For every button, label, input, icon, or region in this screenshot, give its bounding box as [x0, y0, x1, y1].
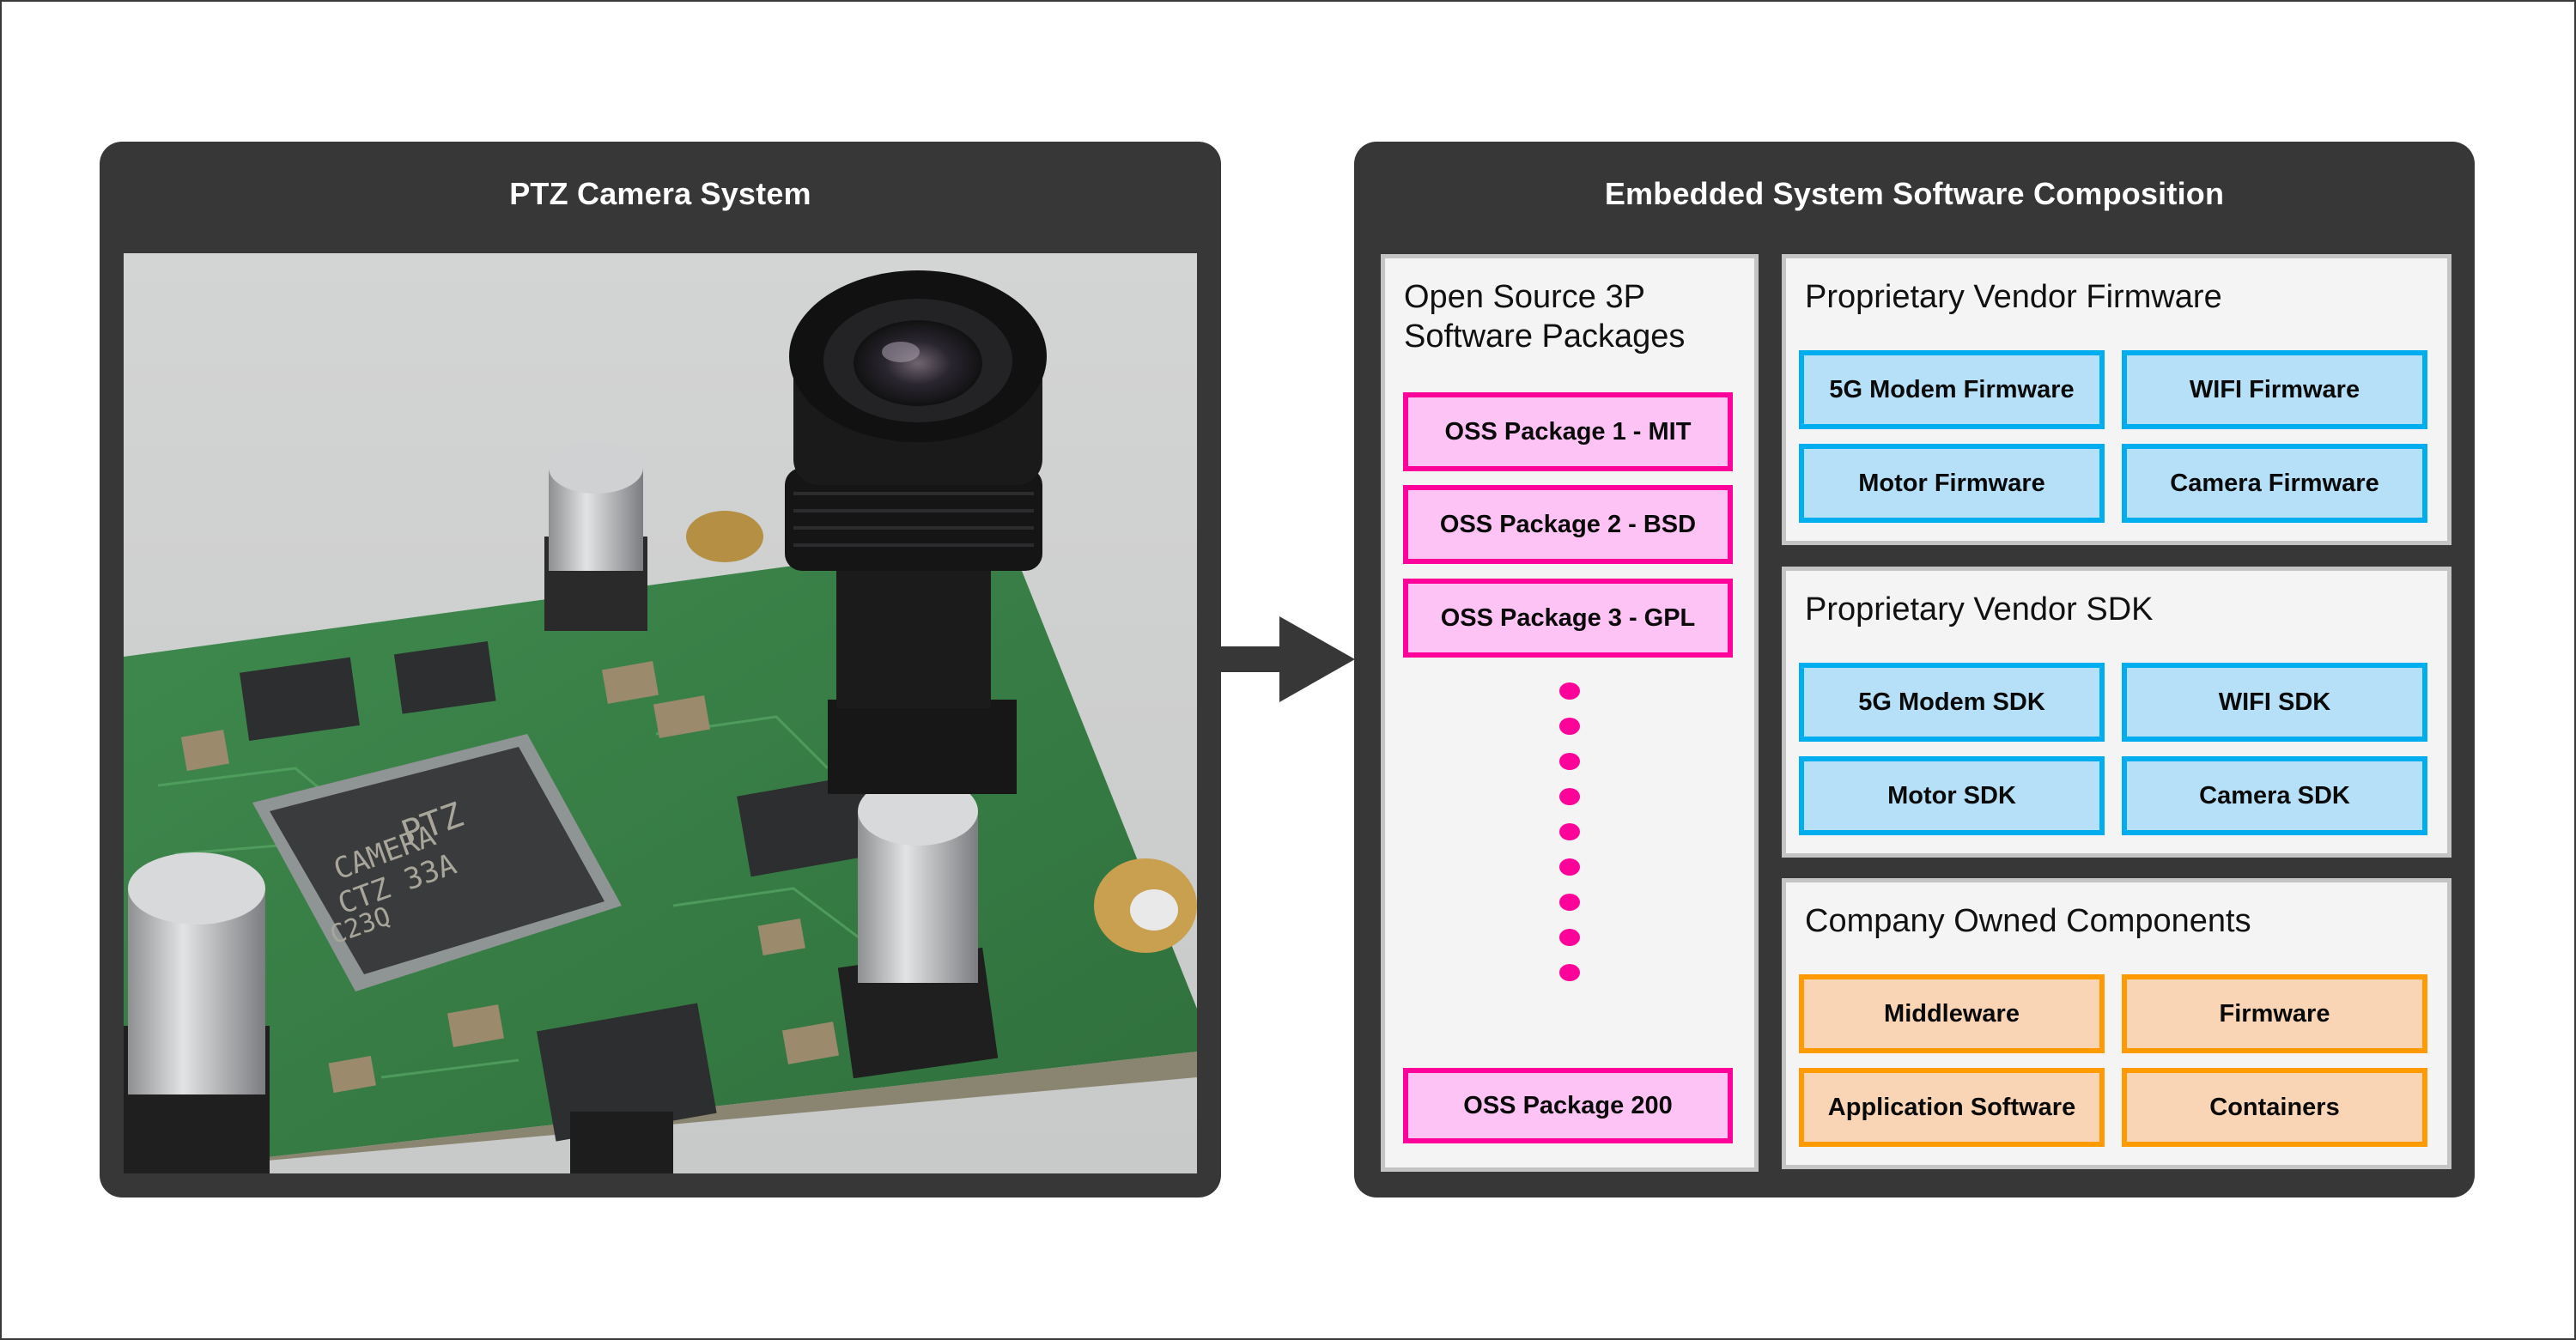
software-composition-panel: Embedded System Software Composition Ope… [1354, 142, 2475, 1198]
component-box[interactable]: 5G Modem Firmware [1799, 350, 2105, 429]
group-heading: Proprietary Vendor SDK [1805, 591, 2154, 628]
component-box[interactable]: Containers [2122, 1068, 2427, 1147]
ellipsis-dot [1559, 788, 1580, 805]
component-box[interactable]: 5G Modem SDK [1799, 663, 2105, 742]
capacitor [837, 777, 999, 1079]
component-box[interactable]: Camera SDK [2122, 756, 2427, 835]
oss-package-box-last[interactable]: OSS Package 200 [1403, 1068, 1733, 1143]
ellipsis-dot [1559, 964, 1580, 981]
company-owned-group: Company Owned Components Middleware Firm… [1782, 878, 2451, 1169]
ellipsis-dot [1559, 682, 1580, 700]
group-heading: Company Owned Components [1805, 903, 2251, 939]
capacitor [544, 442, 647, 631]
component-box[interactable]: Firmware [2122, 974, 2427, 1053]
component-box[interactable]: Camera Firmware [2122, 444, 2427, 523]
oss-package-box[interactable]: OSS Package 2 - BSD [1403, 485, 1733, 564]
panel-title: PTZ Camera System [509, 176, 811, 211]
component-box[interactable]: WIFI SDK [2122, 663, 2427, 742]
component-box[interactable]: Middleware [1799, 974, 2105, 1053]
pcb-illustration: PTZ CAMERA CTZ 33A C23Q [124, 253, 1197, 1173]
vendor-firmware-group: Proprietary Vendor Firmware 5G Modem Fir… [1782, 254, 2451, 545]
pcb-camera-photo: PTZ CAMERA CTZ 33A C23Q [124, 253, 1197, 1173]
ellipsis-dot [1559, 718, 1580, 735]
panel-title: Embedded System Software Composition [1604, 176, 2225, 211]
arrow-right-icon [1221, 616, 1355, 702]
component-box[interactable]: WIFI Firmware [2122, 350, 2427, 429]
component-box[interactable]: Motor SDK [1799, 756, 2105, 835]
ellipsis-dot [1559, 823, 1580, 840]
ellipsis-dot [1559, 894, 1580, 911]
mounting-hole [1094, 858, 1197, 953]
ellipsis-dot [1559, 858, 1580, 876]
ptz-camera-panel: PTZ Camera System [100, 142, 1221, 1198]
open-source-heading: Open Source 3P Software Packages [1404, 277, 1747, 356]
open-source-column: Open Source 3P Software Packages OSS Pac… [1381, 254, 1759, 1172]
oss-package-box[interactable]: OSS Package 1 - MIT [1403, 392, 1733, 471]
heading-line: Open Source 3P [1404, 279, 1645, 315]
group-heading: Proprietary Vendor Firmware [1805, 279, 2222, 315]
capacitor [124, 852, 270, 1173]
component-box[interactable]: Motor Firmware [1799, 444, 2105, 523]
camera-processor-chip: PTZ CAMERA CTZ 33A C23Q [252, 734, 622, 991]
component-box[interactable]: Application Software [1799, 1068, 2105, 1147]
heading-line: Software Packages [1404, 318, 1686, 355]
oss-package-box[interactable]: OSS Package 3 - GPL [1403, 579, 1733, 658]
ellipsis-dot [1559, 929, 1580, 946]
camera-lens-module [785, 270, 1047, 794]
vendor-sdk-group: Proprietary Vendor SDK 5G Modem SDK WIFI… [1782, 567, 2451, 858]
ellipsis-dot [1559, 753, 1580, 770]
